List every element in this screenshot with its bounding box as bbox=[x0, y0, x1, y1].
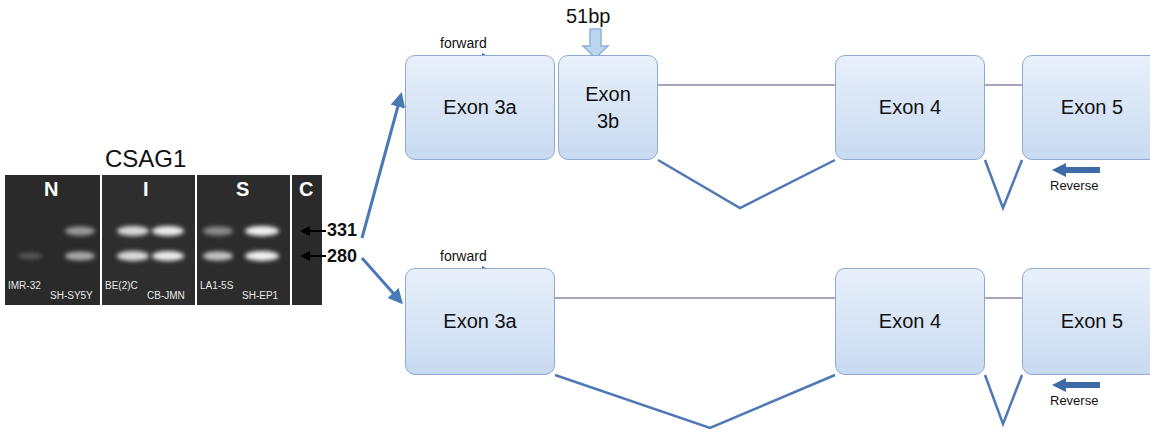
intron-splice bbox=[985, 85, 1022, 208]
cell-line-name: BE(2)C bbox=[105, 280, 138, 291]
isoform-arrow bbox=[362, 258, 401, 302]
insert-arrow bbox=[583, 29, 608, 58]
primer-arrow bbox=[1052, 163, 1100, 177]
group-letter: C bbox=[299, 178, 313, 200]
gel-panel bbox=[197, 175, 290, 305]
band-pointer bbox=[302, 230, 326, 232]
isoform-arrow bbox=[362, 95, 401, 238]
exon-box: Exon 5 bbox=[1022, 268, 1150, 375]
cell-line-name: LA1-5S bbox=[200, 280, 233, 291]
splice-line bbox=[985, 160, 1022, 208]
exon-label: Exon 3b bbox=[577, 81, 639, 135]
exon-box: Exon 3b bbox=[558, 55, 658, 160]
intron-line bbox=[985, 297, 1022, 299]
group-letter: I bbox=[143, 178, 149, 200]
gel-title: CSAG1 bbox=[105, 146, 186, 172]
group-letter: N bbox=[44, 178, 58, 200]
primer-name: Reverse bbox=[1050, 394, 1098, 408]
cell-line-name: SH-EP1 bbox=[242, 290, 278, 301]
exon-label: Exon 4 bbox=[879, 94, 941, 121]
group-letter: S bbox=[236, 178, 249, 200]
exon-label: Exon 5 bbox=[1061, 308, 1123, 335]
primer-name: forward bbox=[440, 249, 487, 264]
intron-splice bbox=[555, 298, 835, 428]
primer-arrow bbox=[1052, 378, 1100, 392]
cell-line-name: SH-SY5Y bbox=[50, 290, 93, 301]
exon-label: Exon 4 bbox=[879, 308, 941, 335]
intron-line bbox=[985, 84, 1022, 86]
gel-panel bbox=[5, 175, 100, 305]
primer-name: forward bbox=[440, 36, 487, 51]
gel-panel bbox=[102, 175, 195, 305]
exon-box: Exon 5 bbox=[1022, 55, 1150, 160]
exon-label: Exon 3a bbox=[443, 308, 516, 335]
exon-box: Exon 4 bbox=[835, 55, 985, 160]
intron-line bbox=[555, 297, 835, 299]
band-size: 331 bbox=[327, 221, 357, 241]
band-pointer bbox=[302, 255, 326, 257]
cell-line-name: IMR-32 bbox=[8, 280, 41, 291]
exon-label: Exon 3a bbox=[443, 94, 516, 121]
exon-box: Exon 3a bbox=[405, 268, 555, 375]
splice-line bbox=[985, 375, 1022, 424]
primer-name: Reverse bbox=[1050, 179, 1098, 193]
intron-splice bbox=[658, 85, 835, 208]
intron-line bbox=[658, 84, 835, 86]
band-size: 280 bbox=[327, 247, 357, 267]
gel-image bbox=[5, 175, 322, 305]
exon-box: Exon 3a bbox=[405, 55, 555, 160]
gel-panel bbox=[292, 175, 322, 305]
splice-line bbox=[658, 160, 835, 208]
splice-line bbox=[555, 375, 835, 428]
intron-splice bbox=[985, 298, 1022, 424]
exon-label: Exon 5 bbox=[1061, 94, 1123, 121]
exon-box: Exon 4 bbox=[835, 268, 985, 375]
insert-length: 51bp bbox=[566, 5, 611, 27]
cell-line-name: CB-JMN bbox=[147, 290, 185, 301]
gel-bands bbox=[18, 226, 279, 261]
